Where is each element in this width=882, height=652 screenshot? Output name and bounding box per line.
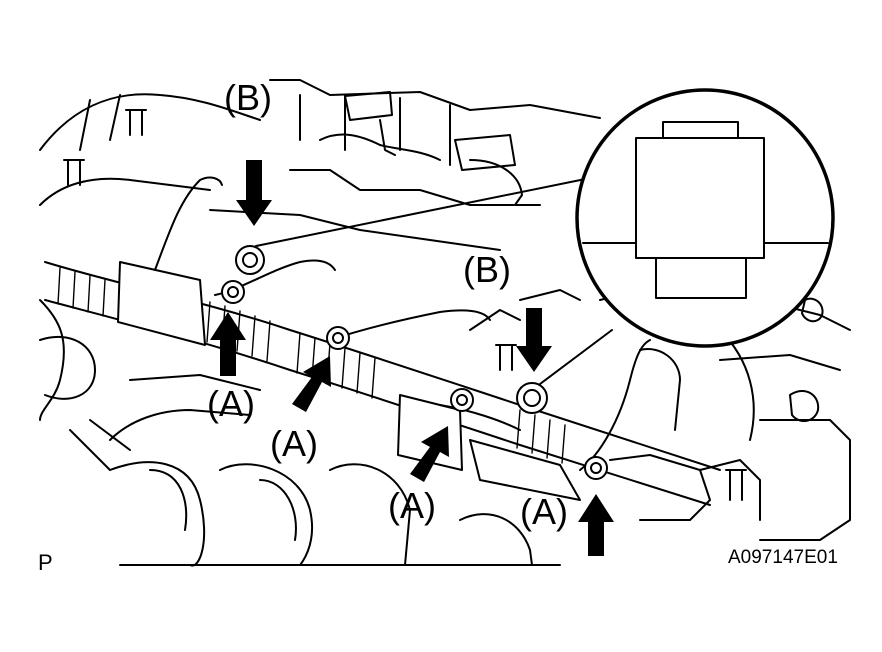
label-a-2: (A)	[270, 423, 318, 464]
label-b-mid: (B)	[463, 249, 511, 290]
arrow-a-2	[292, 356, 331, 412]
arrow-a-3	[410, 426, 449, 482]
label-a-4: (A)	[520, 491, 568, 532]
wire-harness	[44, 176, 721, 506]
label-a-3: (A)	[388, 485, 436, 526]
pointer-arrows	[210, 160, 614, 556]
figure-code: A097147E01	[728, 547, 838, 568]
arrow-b-mid	[516, 308, 552, 372]
label-a-1: (A)	[207, 383, 255, 424]
bolt-detail-callout	[255, 88, 835, 385]
label-b-top: (B)	[224, 77, 272, 118]
arrow-a-4	[578, 494, 614, 556]
engine-background-lines	[39, 79, 851, 567]
arrow-a-1	[210, 312, 246, 376]
arrow-b-top	[236, 160, 272, 226]
corner-mark: P	[38, 550, 53, 575]
bolts	[221, 245, 608, 480]
